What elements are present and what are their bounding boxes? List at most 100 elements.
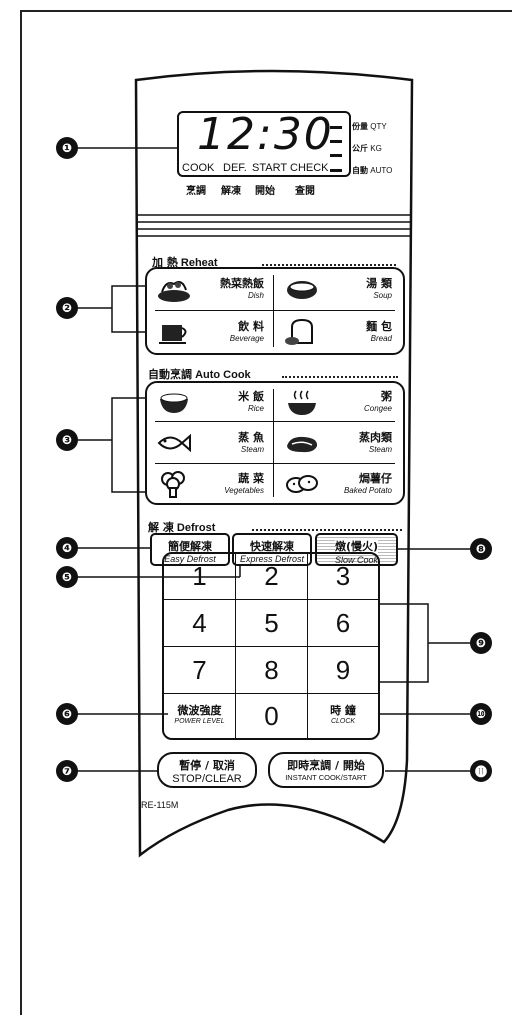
button-label-en: Easy Defrost <box>164 554 216 564</box>
autocook-vegetables-button[interactable]: 蔬 菜 Vegetables <box>148 466 270 502</box>
easy-defrost-button[interactable]: 簡便解凍 Easy Defrost <box>150 533 230 566</box>
button-label-cn: 燉(慢火) <box>334 538 379 554</box>
callout-7: ❼ <box>56 760 78 782</box>
potato-icon <box>284 469 320 499</box>
key-8[interactable]: 8 <box>264 654 279 685</box>
express-defrost-button[interactable]: 快速解凍 Express Defrost <box>232 533 312 566</box>
page-frame <box>20 10 512 1015</box>
side-qty: 份量 QTY <box>352 122 387 131</box>
divider <box>155 463 395 464</box>
item-label-cn: 蔬 菜 <box>238 472 264 485</box>
key-0[interactable]: 0 <box>264 700 279 731</box>
divider <box>164 646 378 647</box>
item-label-en: Dish <box>247 291 264 300</box>
autocook-dots <box>282 376 398 378</box>
button-label-en: INSTANT COOK/START <box>285 773 367 782</box>
defrost-dots <box>252 529 402 531</box>
autocook-title: 自動烹調 Auto Cook <box>148 368 251 381</box>
status-start: START <box>252 162 288 174</box>
autocook-group <box>145 381 405 505</box>
congee-icon <box>284 387 320 417</box>
key-6[interactable]: 6 <box>335 607 351 638</box>
rice-bowl-icon <box>156 387 192 417</box>
number-keypad <box>162 552 380 740</box>
status-check: CHECK <box>290 162 329 174</box>
key-9[interactable]: 9 <box>335 654 351 685</box>
clock-button[interactable]: 時 鐘 CLOCK <box>308 694 378 738</box>
side-kg: 公斤 KG <box>352 144 382 153</box>
key-2[interactable]: 2 <box>264 561 279 591</box>
model-number: RE-115M <box>141 800 179 810</box>
item-label-en: Rice <box>247 404 264 413</box>
item-label-cn: 粥 <box>381 390 392 403</box>
slow-cook-button[interactable]: 燉(慢火) Slow Cook <box>315 533 398 566</box>
power-level-button[interactable]: 微波強度 POWER LEVEL <box>164 694 235 738</box>
button-label-cn: 即時烹調 / 開始 <box>287 759 365 772</box>
reheat-dots <box>262 264 396 266</box>
display-time: 12:30 <box>197 109 334 160</box>
item-label-cn: 湯 類 <box>366 277 392 290</box>
button-label-en: CLOCK <box>330 718 356 725</box>
divider <box>164 693 378 694</box>
reheat-title: 加 熱 Reheat <box>152 256 218 269</box>
status-cn-check: 查閱 <box>295 186 315 197</box>
meat-icon <box>284 428 320 458</box>
button-label-en: STOP/CLEAR <box>172 773 242 785</box>
reheat-group <box>145 267 405 355</box>
divider <box>155 421 395 422</box>
button-label-cn: 微波強度 <box>177 704 222 717</box>
button-label-cn: 快速解凍 <box>250 540 294 553</box>
bread-icon <box>284 317 320 347</box>
reheat-bread-button[interactable]: 麵 包 Bread <box>276 313 398 351</box>
key-4[interactable]: 4 <box>192 607 207 638</box>
reheat-soup-button[interactable]: 湯 類 Soup <box>276 270 398 308</box>
callout-9: ❾ <box>470 632 492 654</box>
item-label-en: Congee <box>363 404 392 413</box>
item-label-en: Bread <box>370 334 392 343</box>
dish-icon <box>156 274 192 304</box>
display-dash <box>330 154 342 157</box>
button-label-en: Express Defrost <box>239 554 305 564</box>
side-auto: 自動 AUTO <box>352 166 393 175</box>
display-dash <box>330 126 342 129</box>
item-label-en: Soup <box>373 291 392 300</box>
item-label-cn: 飲 料 <box>238 320 264 333</box>
button-label-en: POWER LEVEL <box>174 718 225 725</box>
autocook-baked-potato-button[interactable]: 焗薯仔 Baked Potato <box>276 466 398 502</box>
button-label-en: Slow Cook <box>334 555 379 565</box>
display-dash <box>330 140 342 143</box>
key-3[interactable]: 3 <box>335 561 351 591</box>
divider <box>273 389 274 497</box>
autocook-congee-button[interactable]: 粥 Congee <box>276 384 398 420</box>
key-7[interactable]: 7 <box>192 654 207 685</box>
status-def: DEF. <box>223 162 247 174</box>
item-label-en: Steam <box>240 445 264 454</box>
divider <box>155 310 395 311</box>
item-label-en: Vegetables <box>224 486 264 495</box>
item-label-cn: 熱菜熱飯 <box>220 277 264 290</box>
item-label-cn: 焗薯仔 <box>359 472 392 485</box>
status-cook: COOK <box>182 162 215 174</box>
broccoli-icon <box>156 469 192 499</box>
key-1[interactable]: 1 <box>192 561 207 591</box>
callout-3: ❸ <box>56 429 78 451</box>
item-label-cn: 蒸肉類 <box>359 431 392 444</box>
item-label-en: Steam <box>368 445 392 454</box>
autocook-steam-fish-button[interactable]: 蒸 魚 Steam <box>148 425 270 461</box>
reheat-dish-button[interactable]: 熱菜熱飯 Dish <box>148 270 270 308</box>
key-5[interactable]: 5 <box>264 607 279 638</box>
reheat-beverage-button[interactable]: 飲 料 Beverage <box>148 313 270 351</box>
stop-clear-button[interactable]: 暫停 / 取消 STOP/CLEAR <box>157 752 257 788</box>
item-label-cn: 蒸 魚 <box>238 431 264 444</box>
autocook-rice-button[interactable]: 米 飯 Rice <box>148 384 270 420</box>
cup-icon <box>156 317 192 347</box>
soup-icon <box>284 274 320 304</box>
button-label-cn: 時 鐘 <box>330 704 356 717</box>
autocook-steam-meat-button[interactable]: 蒸肉類 Steam <box>276 425 398 461</box>
callout-4: ❹ <box>56 537 78 559</box>
callout-11: ⓫ <box>470 760 492 782</box>
defrost-title: 解 凍 Defrost <box>148 521 216 534</box>
instant-cook-start-button[interactable]: 即時烹調 / 開始 INSTANT COOK/START <box>268 752 384 788</box>
status-cn-def: 解凍 <box>221 186 241 197</box>
